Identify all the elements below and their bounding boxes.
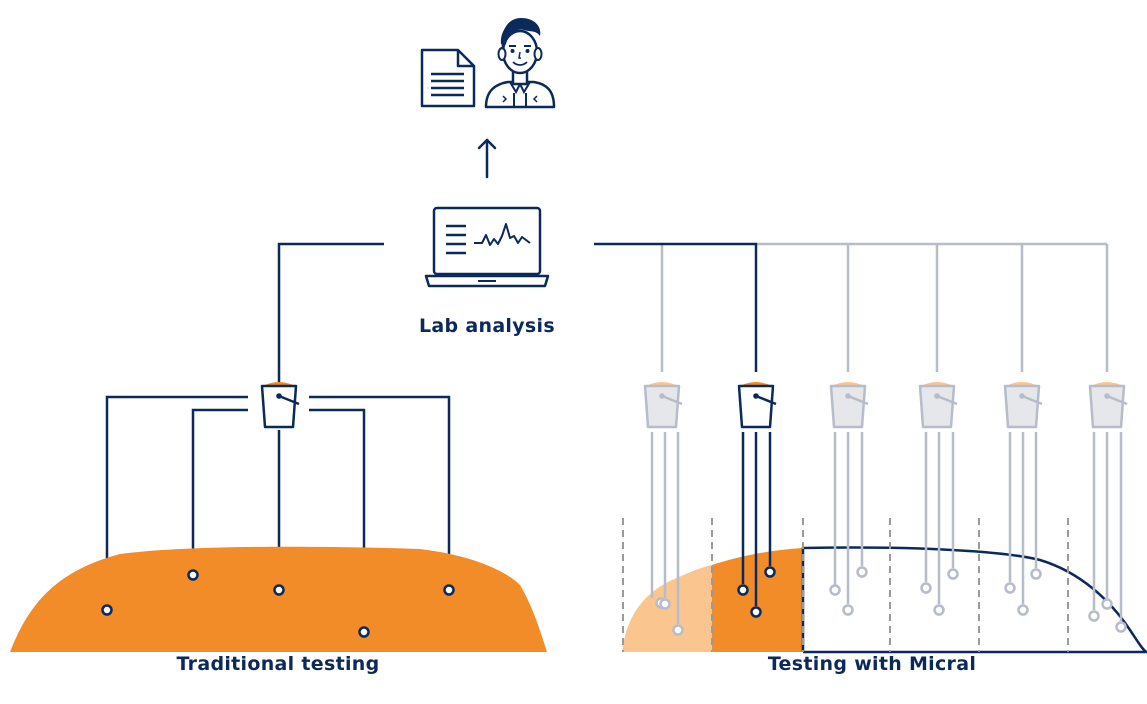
traditional-soil-pile xyxy=(10,546,547,652)
bucket-icon xyxy=(918,382,958,429)
micral-gray-sample-points xyxy=(655,566,1127,636)
micral-testing-label: Testing with Micral xyxy=(767,653,977,675)
bucket-icon xyxy=(829,382,869,429)
bucket-icon xyxy=(1003,382,1043,429)
bucket-icon xyxy=(643,382,683,429)
micral-gray-connectors xyxy=(660,242,1109,372)
analyst-avatar-icon xyxy=(484,18,556,109)
laptop-chart-icon xyxy=(424,206,550,288)
micral-gray-probes xyxy=(650,432,1123,624)
traditional-testing-label: Traditional testing xyxy=(176,653,380,675)
micral-zone-dividers xyxy=(622,518,1069,652)
bucket-icon xyxy=(260,382,300,429)
bucket-icon xyxy=(1088,382,1128,429)
lab-analysis-label: Lab analysis xyxy=(419,315,555,337)
micral-active-probes xyxy=(741,432,772,606)
micral-zone-active xyxy=(712,548,803,652)
arrow-up-icon xyxy=(477,138,497,179)
micral-zone-outline xyxy=(801,546,1147,654)
document-icon xyxy=(420,48,476,108)
micral-active-sample-points xyxy=(737,566,776,618)
bucket-icon xyxy=(737,382,777,429)
micral-navy-connector xyxy=(594,242,758,372)
traditional-connectors xyxy=(105,242,451,625)
traditional-sample-points xyxy=(101,569,455,638)
